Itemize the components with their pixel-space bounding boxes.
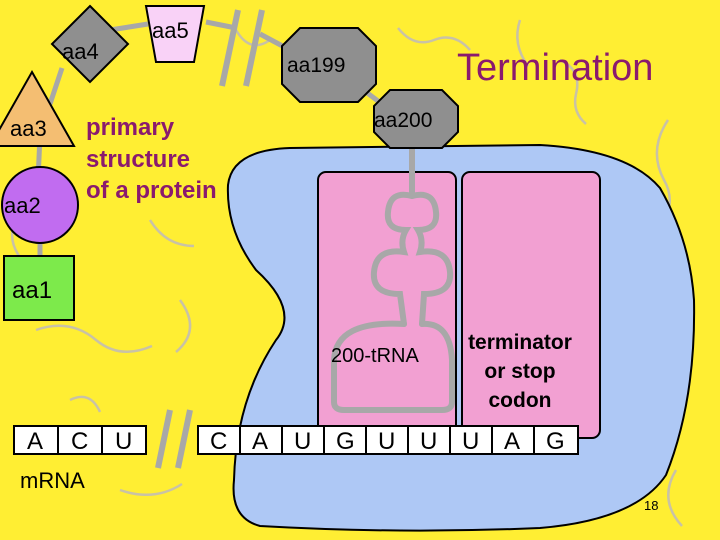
mrna-base: C bbox=[210, 428, 227, 455]
mrna-base: G bbox=[336, 428, 355, 455]
mrna-base: U bbox=[294, 428, 311, 455]
terminator-line-2: or stop bbox=[484, 360, 555, 383]
mrna-base: A bbox=[504, 428, 520, 455]
aa2-label: aa2 bbox=[4, 193, 41, 218]
primary-structure-line-3: of a protein bbox=[86, 177, 217, 204]
mrna-base: C bbox=[71, 428, 88, 455]
aa199-octagon bbox=[281, 27, 377, 103]
aa5-label: aa5 bbox=[152, 18, 189, 43]
mrna-base: A bbox=[252, 428, 268, 455]
terminator-line-3: codon bbox=[489, 389, 552, 412]
chain-break-mark bbox=[219, 9, 265, 87]
aa4-label: aa4 bbox=[62, 39, 99, 64]
mrna-base: G bbox=[546, 428, 565, 455]
aa3-label: aa3 bbox=[10, 116, 47, 141]
mrna-base: U bbox=[420, 428, 437, 455]
slide-title: Termination bbox=[457, 47, 653, 89]
trna bbox=[331, 137, 455, 413]
aa4-diamond bbox=[50, 4, 130, 84]
aa5-trapezoid bbox=[144, 5, 206, 63]
mrna-label: mRNA bbox=[20, 468, 85, 493]
mrna-right-segment bbox=[197, 425, 579, 455]
mrna-base: U bbox=[462, 428, 479, 455]
aa3-triangle bbox=[0, 69, 76, 147]
aa1-square bbox=[3, 255, 75, 321]
primary-structure-line-1: primary bbox=[86, 114, 175, 141]
aa1-label: aa1 bbox=[12, 277, 52, 304]
aa200-label: aa200 bbox=[374, 109, 432, 132]
mrna-dividers bbox=[57, 426, 535, 454]
terminator-line-1: terminator bbox=[468, 331, 572, 354]
page-number: 18 bbox=[644, 498, 658, 513]
mrna-base: U bbox=[378, 428, 395, 455]
mrna-base: U bbox=[115, 428, 132, 455]
mrna-base: A bbox=[27, 428, 43, 455]
aa200-octagon bbox=[373, 89, 459, 149]
mrna-left-segment bbox=[13, 425, 147, 455]
primary-structure-line-2: structure bbox=[86, 146, 190, 173]
aa199-label: aa199 bbox=[287, 54, 345, 77]
mrna-break-mark bbox=[155, 409, 193, 469]
aa2-circle bbox=[1, 166, 79, 244]
trna-label: 200-tRNA bbox=[331, 345, 419, 367]
